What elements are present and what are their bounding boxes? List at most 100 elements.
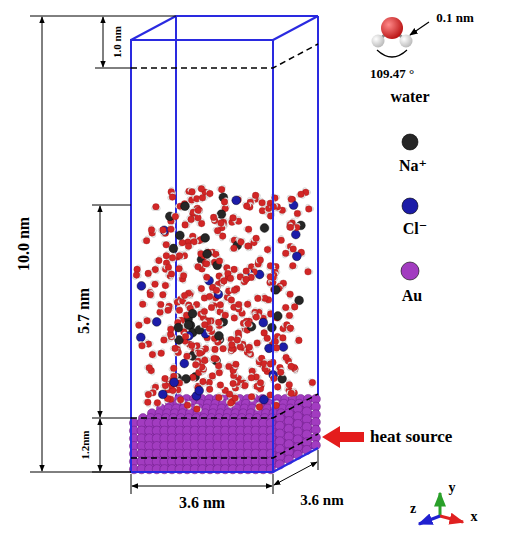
- drawing-part: [279, 343, 288, 352]
- drawing-part: [199, 195, 206, 202]
- water-molecule: [231, 313, 239, 321]
- drawing-part: [290, 246, 297, 253]
- drawing-part: [207, 190, 214, 197]
- drawing-part: [198, 185, 205, 192]
- drawing-part: [198, 220, 205, 227]
- drawing-part: [257, 257, 264, 264]
- drawing-part: [170, 365, 177, 372]
- ion: [201, 234, 210, 243]
- ion: [292, 252, 301, 261]
- water-molecule: [256, 255, 264, 263]
- drawing-part: [176, 307, 183, 314]
- drawing-part: [152, 318, 161, 327]
- drawing-part: [294, 210, 301, 217]
- drawing-part: [172, 345, 179, 352]
- drawing-part: [235, 301, 242, 308]
- drawing-part: [282, 250, 289, 257]
- drawing-part: [182, 222, 189, 229]
- drawing-part: [244, 301, 251, 308]
- drawing-part: [152, 266, 159, 273]
- drawing-part: [259, 200, 266, 207]
- drawing-part: [292, 252, 301, 261]
- water-molecule: [169, 364, 177, 372]
- drawing-part: [286, 312, 293, 319]
- drawing-part: [245, 226, 252, 233]
- water-molecule: [206, 189, 213, 198]
- drawing-part: [286, 381, 293, 388]
- drawing-part: [298, 191, 305, 198]
- water-molecule: [152, 265, 159, 274]
- drawing-part: [296, 337, 303, 344]
- ion: [273, 312, 282, 321]
- water-molecule: [285, 312, 294, 319]
- drawing-part: [243, 203, 250, 210]
- water-molecule: [162, 281, 170, 289]
- drawing-part: [185, 243, 192, 250]
- drawing-part: [282, 304, 289, 311]
- drawing-part: [219, 233, 226, 240]
- drawing-part: [201, 234, 210, 243]
- drawing-part: [217, 382, 224, 389]
- drawing-part: [277, 369, 284, 376]
- ion: [268, 323, 277, 332]
- drawing-part: [200, 378, 207, 385]
- ion: [295, 296, 304, 305]
- water-molecule: [289, 262, 298, 270]
- drawing-part: [273, 312, 282, 321]
- drawing-part: [305, 269, 312, 276]
- drawing-part: [288, 390, 295, 397]
- drawing-part: [179, 239, 186, 246]
- water-molecule: [185, 243, 193, 251]
- water-molecule: [233, 328, 241, 336]
- water-molecule: [294, 210, 302, 218]
- drawing-part: [131, 16, 176, 40]
- drawing-part: [273, 345, 280, 352]
- ion: [291, 230, 300, 239]
- ion: [232, 196, 241, 205]
- drawing-part: [283, 354, 290, 361]
- drawing-part: [291, 304, 298, 311]
- drawing-part: [254, 295, 261, 302]
- water-molecule: [244, 226, 252, 234]
- drawing-part: [189, 189, 196, 196]
- water-molecule: [282, 353, 290, 361]
- drawing-part: [195, 214, 202, 221]
- drawing-part: [172, 213, 179, 220]
- water-molecule: [217, 185, 226, 193]
- drawing-part: [231, 315, 238, 322]
- water-molecule: [264, 245, 271, 254]
- water-molecule: [254, 340, 262, 348]
- drawing-part: [163, 252, 170, 259]
- drawing-part: [291, 230, 300, 239]
- ion: [152, 318, 161, 327]
- water-molecule: [305, 267, 313, 275]
- particles: [129, 185, 320, 474]
- drawing-part: [182, 333, 189, 340]
- drawing-part: [184, 321, 193, 330]
- drawing-part: [254, 340, 261, 347]
- drawing-part: [288, 196, 295, 203]
- drawing-part: [264, 246, 271, 253]
- drawing-part: [309, 379, 316, 386]
- drawing-part: [306, 206, 313, 213]
- water-molecule: [295, 336, 303, 345]
- drawing-part: [218, 186, 225, 193]
- drawing-part: [162, 282, 169, 289]
- drawing-part: [287, 291, 294, 298]
- water-molecule: [170, 345, 178, 353]
- ion: [279, 343, 288, 352]
- drawing-part: [208, 304, 215, 311]
- drawing-part: [280, 335, 287, 342]
- water-molecule: [244, 300, 251, 309]
- ion: [184, 321, 193, 330]
- drawing-part: [287, 325, 294, 332]
- water-molecule: [219, 345, 228, 352]
- drawing-part: [243, 268, 250, 275]
- water-molecule: [285, 291, 293, 299]
- drawing-part: [190, 374, 197, 381]
- drawing-part: [295, 296, 304, 305]
- water-molecule: [306, 204, 314, 212]
- drawing-part: [163, 242, 170, 249]
- drawing-part: [287, 224, 294, 231]
